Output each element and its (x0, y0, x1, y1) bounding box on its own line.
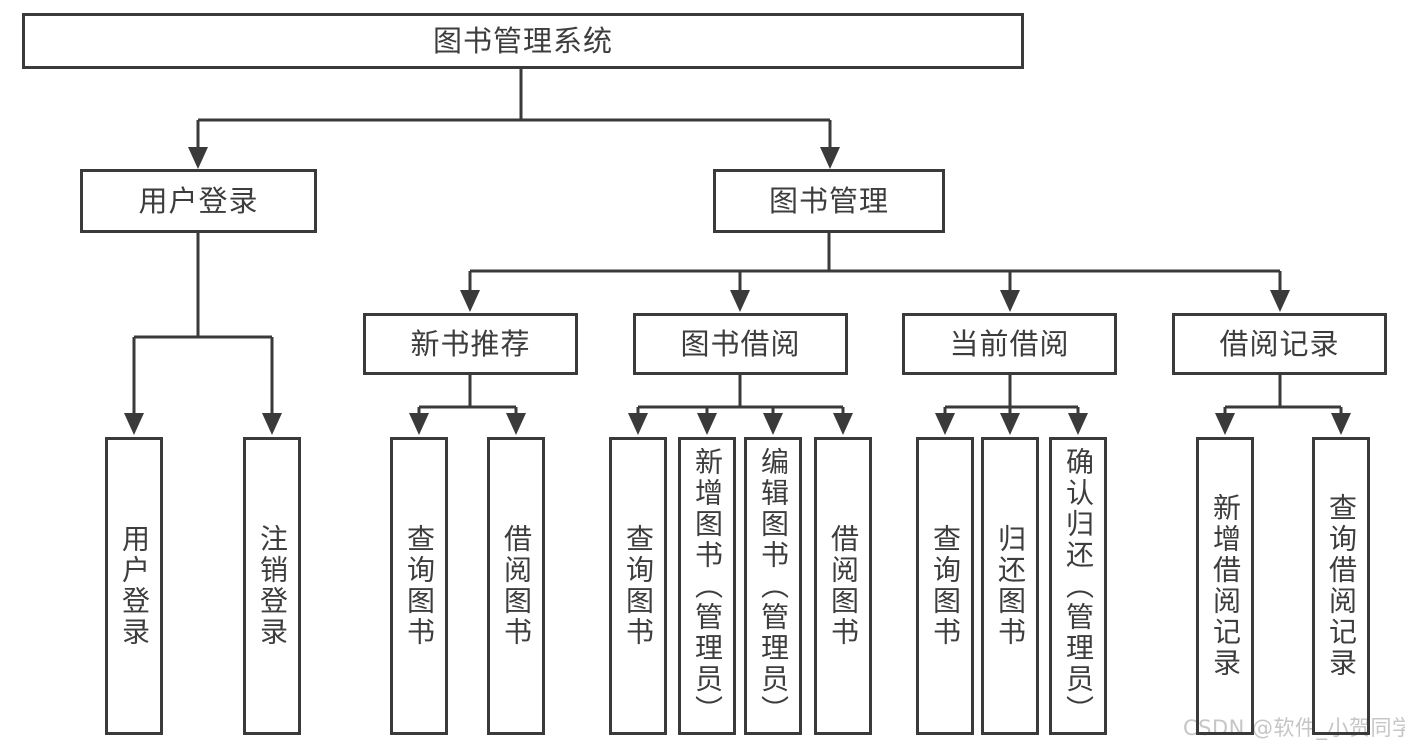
leaf-user-login: 用户登录 (105, 437, 163, 735)
leaf-query-books-2: 查询图书 (609, 437, 667, 735)
connector-book-management-split (460, 232, 1290, 312)
connector-current-borrow-split (935, 375, 1088, 435)
node-label: 图书管理 (768, 183, 889, 218)
leaf-label: 确认归还（管理员） (1062, 446, 1095, 726)
leaf-label: 归还图书 (994, 524, 1027, 648)
leaf-label: 查询借阅记录 (1325, 493, 1358, 679)
leaf-add-book-admin: 新增图书（管理员） (678, 437, 736, 735)
node-user-login: 用户登录 (80, 169, 317, 233)
node-new-book-recommend: 新书推荐 (363, 313, 578, 375)
connector-root-split (188, 68, 840, 169)
node-label: 借阅记录 (1219, 326, 1340, 361)
leaf-query-books-1: 查询图书 (390, 437, 448, 735)
node-book-borrow: 图书借阅 (633, 313, 848, 375)
node-label: 图书借阅 (680, 326, 801, 361)
node-label: 当前借阅 (949, 326, 1070, 361)
node-current-borrow: 当前借阅 (902, 313, 1117, 375)
node-borrow-records: 借阅记录 (1172, 313, 1387, 375)
leaf-query-borrow-record: 查询借阅记录 (1312, 437, 1370, 735)
leaf-label: 新增借阅记录 (1209, 493, 1242, 679)
leaf-label: 查询图书 (622, 524, 655, 648)
node-library-system: 图书管理系统 (22, 13, 1024, 69)
node-book-management: 图书管理 (713, 169, 945, 233)
connector-borrow-records-split (1215, 375, 1351, 435)
leaf-label: 用户登录 (118, 524, 151, 648)
leaf-label: 编辑图书（管理员） (757, 446, 790, 726)
leaf-logout: 注销登录 (243, 437, 301, 735)
leaf-label: 注销登录 (256, 524, 289, 648)
node-label: 新书推荐 (410, 326, 531, 361)
connector-user-login-split (124, 232, 282, 435)
leaf-add-borrow-record: 新增借阅记录 (1196, 437, 1254, 735)
leaf-query-books-3: 查询图书 (916, 437, 974, 735)
leaf-label: 新增图书（管理员） (691, 446, 724, 726)
leaf-return-book: 归还图书 (981, 437, 1039, 735)
leaf-confirm-return-admin: 确认归还（管理员） (1049, 437, 1107, 735)
leaf-borrow-books-1: 借阅图书 (487, 437, 545, 735)
leaf-label: 借阅图书 (827, 524, 860, 648)
leaf-label: 查询图书 (929, 524, 962, 648)
node-label: 用户登录 (138, 183, 259, 218)
leaf-label: 借阅图书 (500, 524, 533, 648)
node-label: 图书管理系统 (432, 23, 613, 58)
leaf-borrow-books-2: 借阅图书 (814, 437, 872, 735)
connector-book-borrow-split (628, 375, 853, 435)
leaf-label: 查询图书 (403, 524, 436, 648)
connector-new-book-split (409, 375, 526, 435)
leaf-edit-book-admin: 编辑图书（管理员） (744, 437, 802, 735)
